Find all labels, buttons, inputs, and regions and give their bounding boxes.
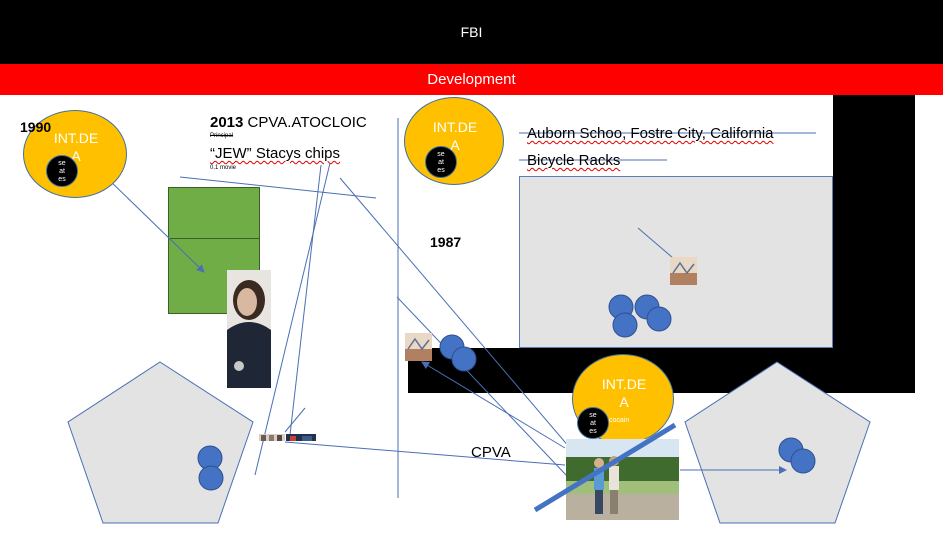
quote-text: “JEW” Stacys chips — [210, 145, 341, 162]
arrow-1990-to-green — [106, 177, 205, 273]
circle-label-line2: A — [450, 137, 460, 153]
circle-label-line2: A — [619, 394, 629, 410]
walking-photo — [566, 439, 679, 520]
year-1990-label: 1990 — [20, 119, 52, 135]
mini-text-line: es — [437, 167, 445, 174]
strike-through-line — [533, 422, 677, 513]
quote-line: “JEW” Stacys chips — [210, 145, 340, 162]
development-title: Development — [427, 71, 516, 88]
mini-text-line: at — [590, 420, 596, 427]
blue-dot — [451, 346, 477, 372]
mini-text-line: at — [438, 159, 444, 166]
black-vertical-block — [833, 95, 915, 393]
bike-rack-image — [670, 257, 697, 285]
int-dea-circle-cpva: INT.DE A se at es cocain — [572, 354, 674, 444]
timeline-2013-heading: 2013 CPVA.ATOCLOIC — [210, 114, 367, 131]
development-bar: Development — [0, 64, 943, 95]
underline-2013-line — [179, 176, 377, 199]
blue-dot — [646, 306, 672, 332]
line-photos-cross — [284, 407, 306, 433]
circle-label-line1: INT.DE — [432, 119, 478, 135]
small-photo-thumbnail — [259, 431, 285, 441]
line-quote-to-photos-b — [254, 162, 331, 476]
bicycle-racks-label: Bicycle Racks — [527, 152, 621, 169]
mini-black-circle: se at es — [425, 146, 457, 178]
mini-black-circle: se at es — [577, 407, 609, 439]
small-photo-thumbnail — [286, 431, 316, 441]
blue-dot — [198, 465, 224, 491]
mini-text-line: es — [589, 428, 597, 435]
principal-note: Principal — [210, 133, 234, 139]
movie-note: 0.1 movie — [210, 165, 237, 171]
arrow-photos-to-walk — [284, 441, 566, 466]
line-quote-to-photos-a — [289, 164, 322, 436]
circle-label-line2: A — [71, 148, 81, 164]
pentagon-right — [684, 361, 871, 524]
pentagon-left — [67, 361, 254, 524]
cocain-label: cocain — [609, 417, 630, 424]
mini-black-circle: se at es — [46, 155, 78, 187]
mini-text-line: se — [58, 160, 66, 167]
int-dea-circle-1987: INT.DE A se at es — [404, 97, 504, 185]
fbi-header-bar: FBI — [0, 0, 943, 64]
fbi-title: FBI — [460, 24, 483, 40]
cpva-label: CPVA — [471, 444, 511, 461]
mini-text-line: se — [437, 151, 445, 158]
year-2013: 2013 — [210, 114, 244, 131]
arrow-walk-to-bike-left — [421, 361, 566, 449]
blue-dot — [612, 312, 638, 338]
line-quote-to-walk-photo — [339, 177, 594, 476]
portrait-photo — [227, 270, 271, 388]
year-1987-label: 1987 — [430, 234, 462, 250]
org-name: CPVA.ATOCLOIC — [243, 114, 367, 131]
circle-label-line1: INT.DE — [53, 130, 99, 146]
blue-dot — [790, 448, 816, 474]
circle-label-line1: INT.DE — [601, 376, 647, 392]
green-square-top — [168, 187, 260, 239]
bike-rack-image — [405, 333, 432, 361]
mini-text-line: at — [59, 168, 65, 175]
mini-text-line: se — [589, 412, 597, 419]
mini-text-line: es — [58, 176, 66, 183]
int-dea-circle-1990: INT.DE A se at es — [23, 110, 127, 198]
school-label: Auborn Schoo, Fostre City, California — [527, 125, 774, 142]
line-divider-to-photo — [396, 296, 568, 477]
